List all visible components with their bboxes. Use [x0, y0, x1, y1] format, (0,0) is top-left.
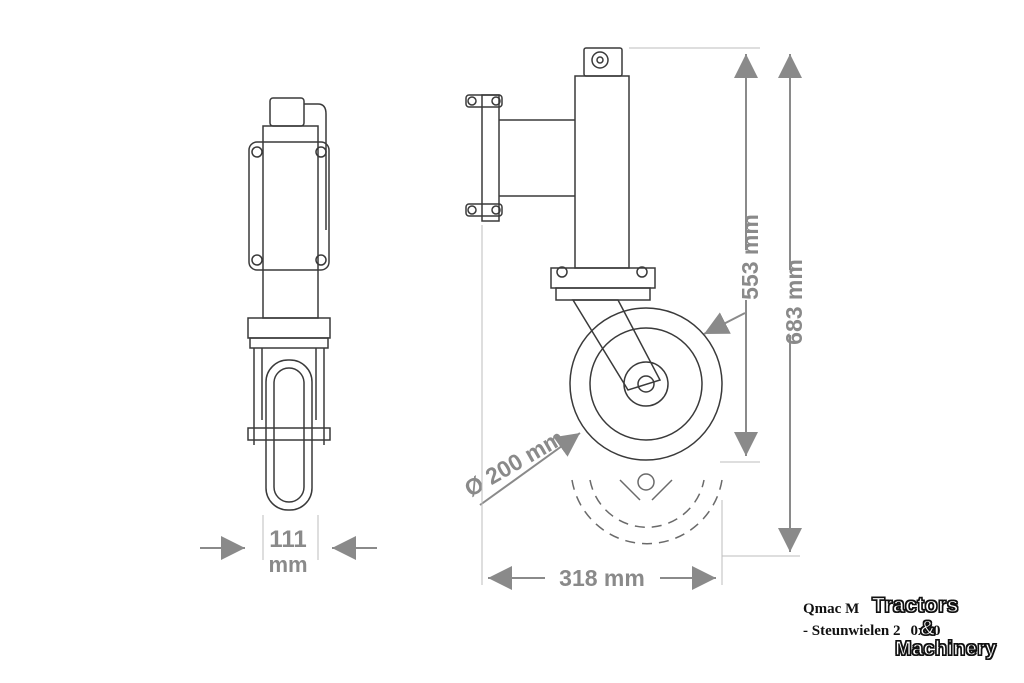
front-axle [247, 427, 331, 441]
side-view [465, 47, 723, 545]
side-wheel [569, 307, 723, 461]
side-main-tube [574, 75, 630, 269]
side-fork [571, 299, 662, 391]
width-unit: mm [268, 552, 307, 577]
depth-dimension: 318 mm [481, 225, 723, 591]
wheel-height-dimension: 553 mm [629, 47, 763, 463]
caption-line-1: Qmac M [803, 601, 860, 617]
front-mount-plate [248, 141, 330, 271]
front-crank-arm [304, 103, 327, 230]
wheel-diameter-value: Ø 200 mm [460, 424, 568, 501]
wheel-diameter-dimension: Ø 200 mm [460, 312, 746, 506]
side-arm [499, 119, 575, 197]
front-top-handle [269, 97, 305, 127]
width-dimension: 111 mm [200, 515, 377, 577]
width-value: 111 [269, 526, 306, 553]
total-height-dimension: 683 mm [722, 54, 807, 557]
depth-value: 318 mm [559, 565, 645, 591]
watermark-tractors: Tractors [871, 593, 959, 617]
caption-line-2: - Steunwielen 2 0x50 [803, 620, 1013, 642]
front-view [247, 97, 331, 511]
front-fork [253, 348, 325, 445]
front-swivel-flange [247, 317, 331, 339]
side-wheel-retracted [571, 479, 723, 545]
watermark-machinery: Machinery [894, 637, 997, 660]
watermark-ampersand: & [919, 616, 936, 640]
front-wheel [265, 359, 313, 511]
caption-line-2-end: 0x50 [910, 623, 941, 639]
side-mount-bracket [481, 94, 500, 222]
total-height-value: 683 mm [781, 259, 807, 345]
caption-line-2-start: - Steunwielen 2 [803, 623, 901, 639]
product-caption: Qmac M - Steunwielen 2 0x50 [803, 598, 1013, 642]
wheel-height-value: 553 mm [737, 214, 763, 300]
front-main-tube [262, 125, 319, 319]
